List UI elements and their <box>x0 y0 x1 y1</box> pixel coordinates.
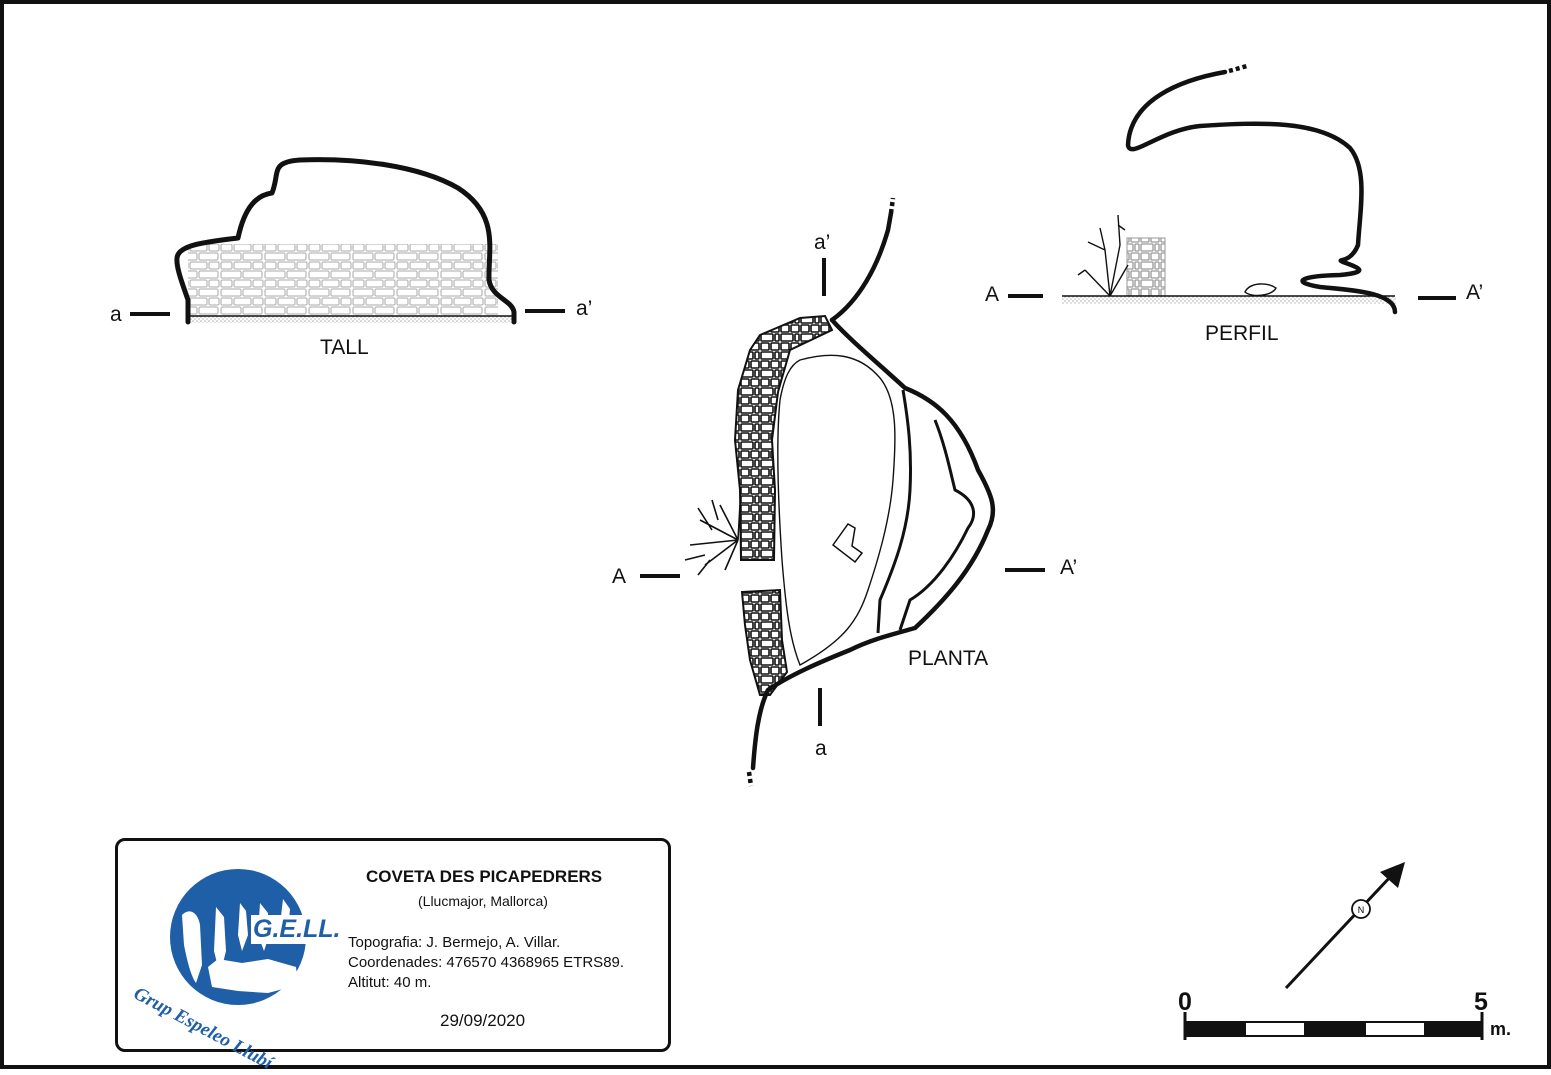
coordinates: Coordenades: 476570 4368965 ETRS89. <box>348 954 625 971</box>
perfil-ground-fill <box>1062 296 1396 304</box>
scale-unit: m. <box>1490 1019 1512 1039</box>
logo-graphic <box>170 869 306 1005</box>
planta-label-A-prime: A’ <box>1060 556 1078 579</box>
planta-section <box>640 197 1045 787</box>
scale-bar <box>1183 1012 1484 1040</box>
north-arrow: N <box>1284 862 1405 990</box>
perfil-label-A: A <box>985 283 1000 306</box>
club-logo: G.E.LL. Grup Espeleo Llubí <box>130 855 343 1074</box>
tall-label-a-prime: a’ <box>576 297 593 320</box>
planta-continuation-dash <box>746 771 754 787</box>
scale-end: 5 <box>1474 988 1488 1016</box>
planta-drop-line <box>876 389 913 634</box>
planta-upper-wall <box>733 314 834 561</box>
planta-continuation-dash-top <box>888 197 896 214</box>
planta-label-A: A <box>612 565 627 588</box>
planta-lower-wall <box>740 588 789 696</box>
planta-drop-line-2 <box>898 419 976 631</box>
survey-date: 29/09/2020 <box>440 1011 526 1030</box>
perfil-boulder <box>1244 283 1277 297</box>
cave-name: COVETA DES PICAPEDRERS <box>366 867 603 886</box>
tall-outline <box>174 157 517 325</box>
planta-inner-contour <box>777 354 896 666</box>
cave-location: (Llucmajor, Mallorca) <box>418 893 548 909</box>
planta-shrub <box>684 499 741 576</box>
planta-upper-passage <box>829 210 894 323</box>
perfil-outline <box>1125 69 1398 315</box>
tall-stone-wall <box>188 244 498 316</box>
perfil-stone-wall <box>1126 237 1166 297</box>
perfil-continuation-dash <box>1228 63 1248 74</box>
perfil-section <box>1008 63 1456 315</box>
perfil-title: PERFIL <box>1205 322 1279 345</box>
perfil-shrub <box>1077 214 1129 297</box>
planta-label-a: a <box>815 737 827 760</box>
tall-ground-fill <box>188 316 513 323</box>
tall-title: TALL <box>320 336 369 359</box>
altitude: Altitut: 40 m. <box>348 974 432 991</box>
planta-boulder <box>831 523 864 564</box>
tall-label-a: a <box>110 303 122 326</box>
scale-start: 0 <box>1178 988 1192 1016</box>
tall-section <box>130 157 565 325</box>
survey-credits: Topografia: J. Bermejo, A. Villar. <box>348 934 561 951</box>
planta-label-a-prime: a’ <box>814 231 831 254</box>
logo-abbrev: G.E.LL. <box>251 915 343 944</box>
planta-title: PLANTA <box>908 647 989 670</box>
perfil-label-A-prime: A’ <box>1466 281 1484 304</box>
planta-outer-wall <box>750 317 996 771</box>
title-block: G.E.LL. Grup Espeleo Llubí COVETA DES PI… <box>115 838 671 1074</box>
north-label: N <box>1358 905 1365 915</box>
